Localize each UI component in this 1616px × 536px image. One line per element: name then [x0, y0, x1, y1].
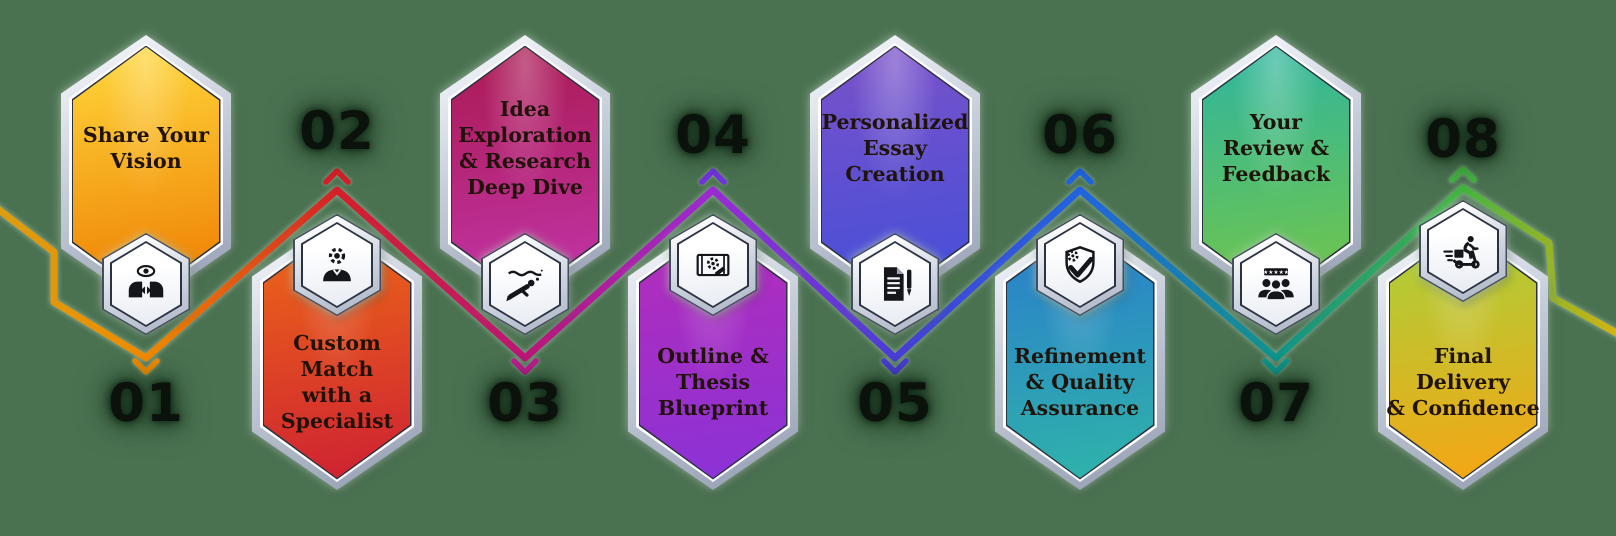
chevron-up-icon	[1066, 168, 1094, 185]
chevron-up-icon	[699, 168, 727, 185]
chevron-down-icon	[1262, 358, 1290, 375]
chevron-up-icon	[323, 168, 351, 185]
process-zigzag-line	[0, 184, 1616, 362]
chevron-down-icon	[881, 358, 909, 375]
chevron-up-icon	[1449, 166, 1477, 183]
chevron-down-icon	[132, 358, 160, 375]
chevron-down-icon	[511, 358, 539, 375]
